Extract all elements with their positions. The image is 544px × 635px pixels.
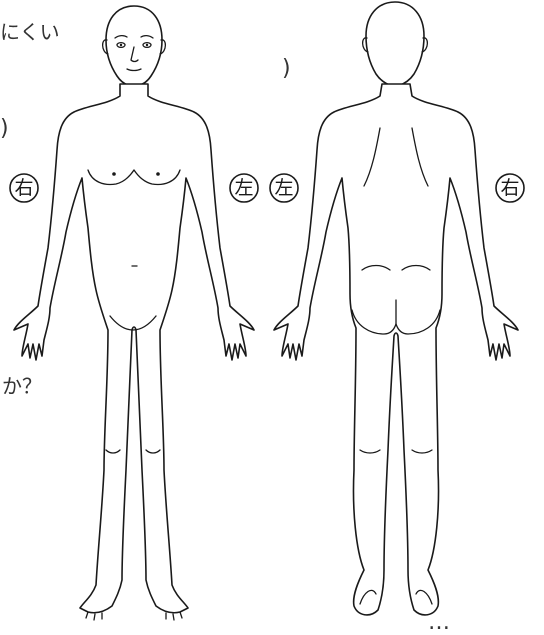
front-head [106, 6, 162, 86]
back-body-outline [274, 84, 518, 615]
back-left-marker-label: 左 [274, 177, 293, 199]
front-body-figure[interactable] [14, 6, 254, 620]
front-left-marker-label: 左 [234, 177, 253, 199]
back-left-side-marker: 左 [270, 174, 298, 202]
front-nipple-left [156, 172, 160, 176]
front-nipple-right [112, 172, 116, 176]
front-right-marker-label: 右 [14, 177, 33, 199]
front-body-outline [14, 84, 254, 613]
back-right-side-marker: 右 [496, 174, 524, 202]
back-head [366, 2, 424, 86]
back-right-marker-label: 右 [500, 177, 519, 199]
front-right-side-marker: 右 [10, 174, 38, 202]
back-body-figure[interactable] [274, 2, 518, 615]
front-left-side-marker: 左 [230, 174, 258, 202]
